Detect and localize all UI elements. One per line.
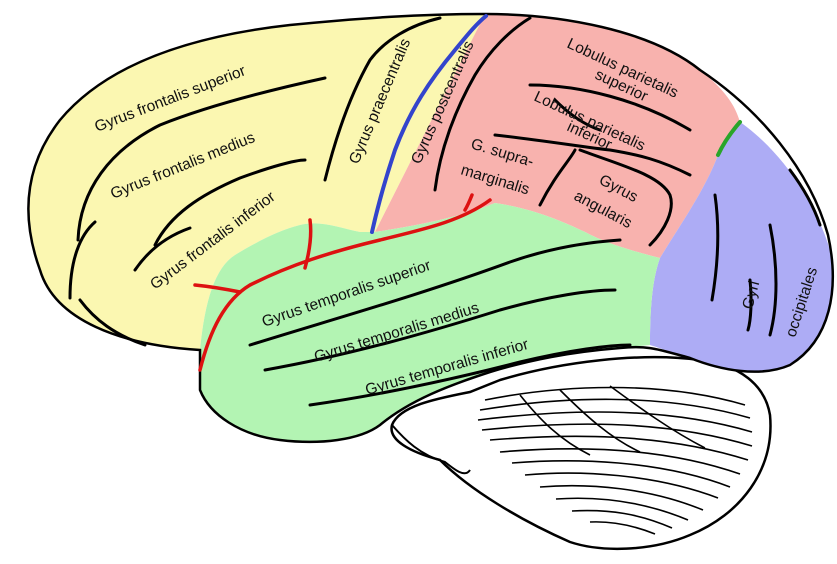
brain-lateral-view-diagram: Gyrus frontalis superior Gyrus frontalis… xyxy=(0,0,837,559)
brain-svg: Gyrus frontalis superior Gyrus frontalis… xyxy=(0,0,837,559)
